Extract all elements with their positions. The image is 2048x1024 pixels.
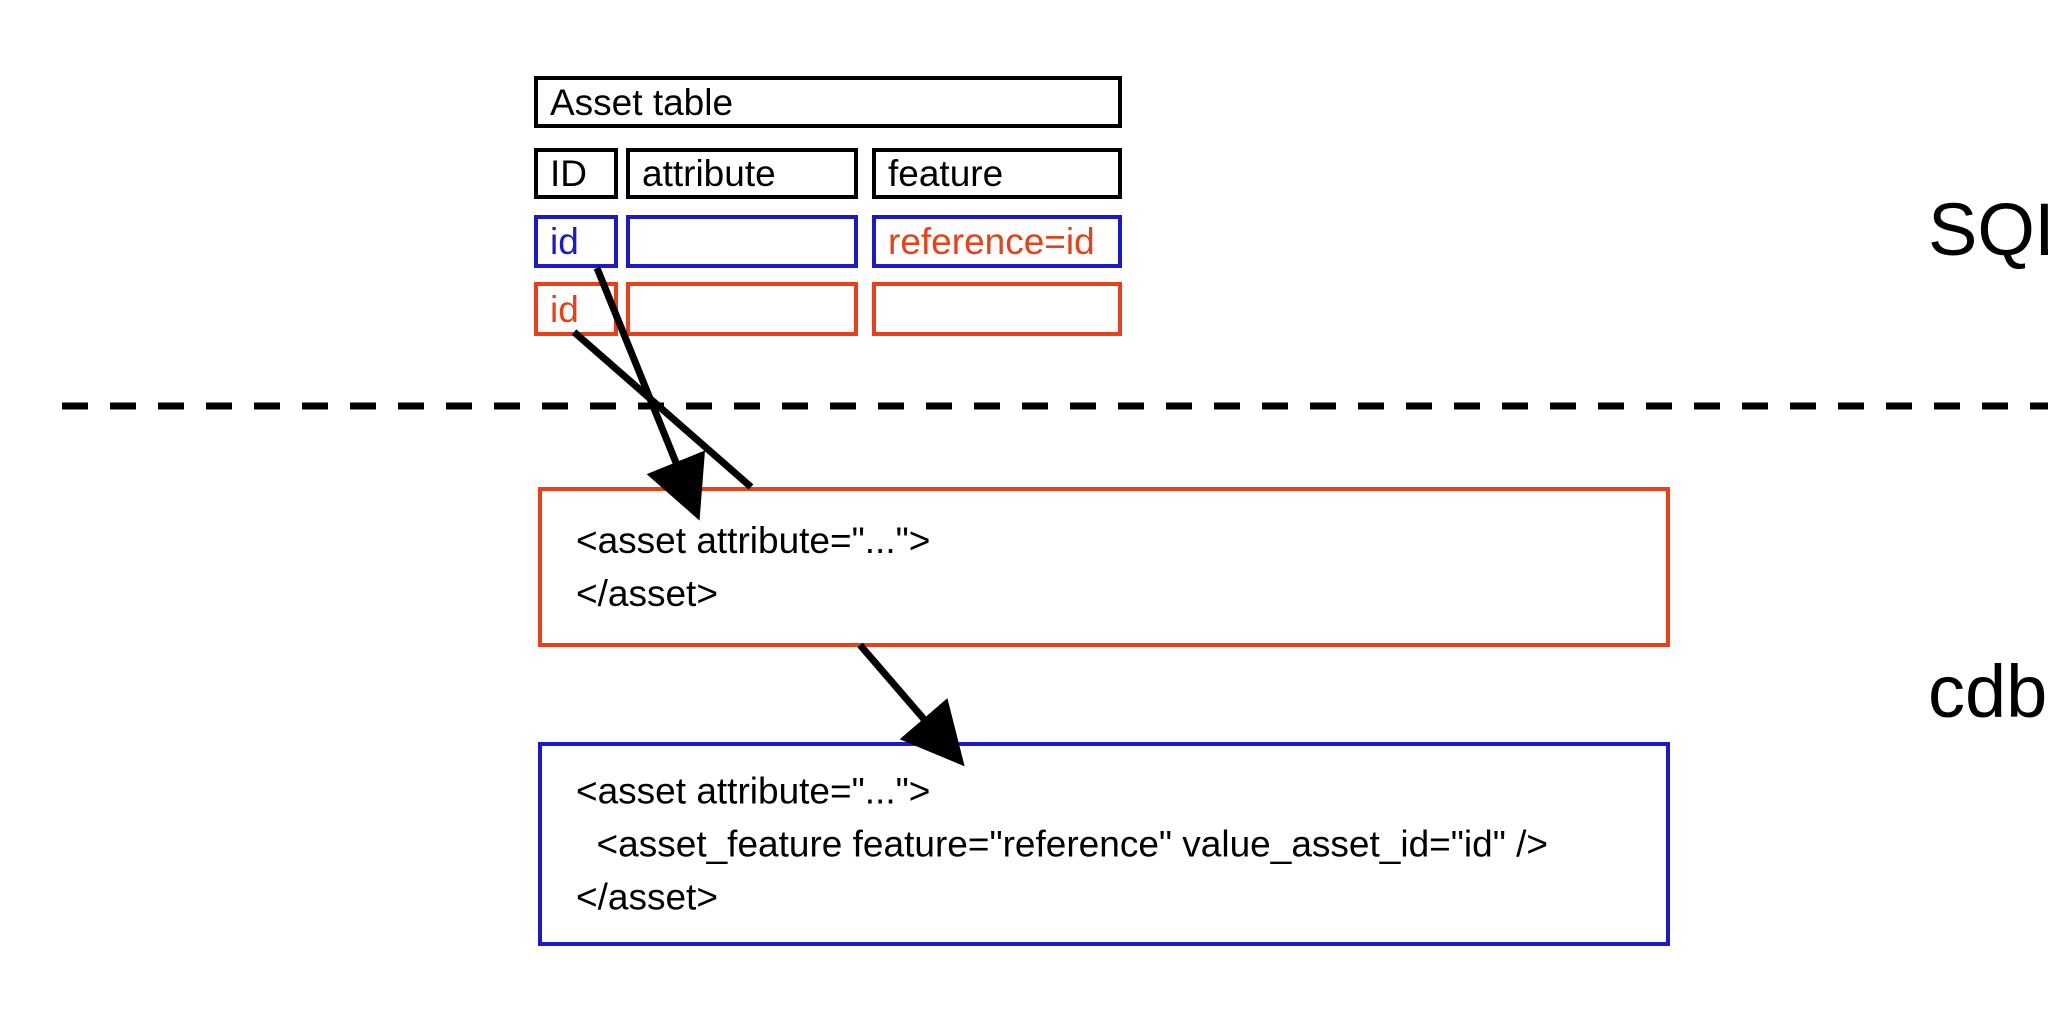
- side-label-cdb: cdb: [1928, 650, 2048, 733]
- column-header-attribute: attribute: [626, 148, 858, 199]
- row-red-cell-id-label: id: [550, 288, 579, 330]
- row-red-cell-id: id: [534, 282, 618, 336]
- column-header-id: ID: [534, 148, 618, 199]
- table-title-cell: Asset table: [534, 76, 1122, 128]
- side-label-sql: SQL: [1928, 188, 2048, 271]
- red-asset-block-code: <asset attribute="..."> </asset>: [576, 514, 930, 620]
- code-line: </asset>: [576, 876, 718, 918]
- row-red-cell-feature: [872, 282, 1122, 336]
- code-line: <asset attribute="...">: [576, 520, 931, 561]
- row-blue-cell-id: id: [534, 215, 618, 268]
- row-blue-cell-id-label: id: [550, 221, 579, 262]
- column-header-feature: feature: [872, 148, 1122, 199]
- code-line: <asset attribute="...">: [576, 770, 931, 812]
- column-header-attribute-label: attribute: [642, 153, 776, 194]
- row-blue-cell-attribute: [626, 215, 858, 268]
- row-blue-cell-feature: reference=id: [872, 215, 1122, 268]
- table-title: Asset table: [550, 81, 734, 123]
- row-blue-cell-feature-label: reference=id: [888, 221, 1095, 262]
- column-header-feature-label: feature: [888, 153, 1004, 194]
- red-asset-block: <asset attribute="..."> </asset>: [538, 487, 1670, 647]
- arrow-red-block-to-blue-block: [857, 642, 965, 767]
- row-red-cell-attribute: [626, 282, 858, 336]
- blue-asset-block: <asset attribute="..."> <asset_feature f…: [538, 742, 1670, 946]
- code-line: <asset_feature feature="reference" value…: [576, 823, 1548, 865]
- column-header-id-label: ID: [550, 153, 587, 194]
- code-line: </asset>: [576, 573, 718, 614]
- arrow-red-id-to-red-block: [571, 329, 754, 490]
- blue-asset-block-code: <asset attribute="..."> <asset_feature f…: [576, 765, 1548, 924]
